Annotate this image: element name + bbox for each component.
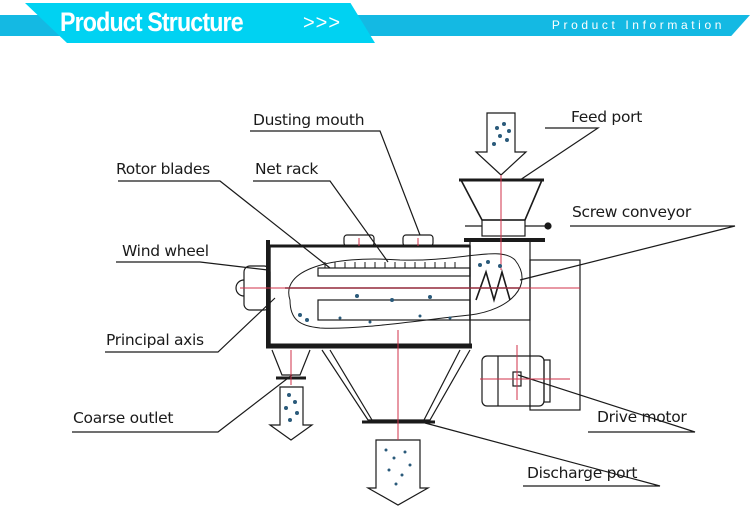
leader-net-rack (253, 180, 389, 263)
leader-feed-port (519, 127, 600, 181)
section-subtitle: Product Information (551, 18, 725, 32)
leader-lines (72, 127, 736, 487)
leader-rotor-blades (118, 180, 331, 269)
header-banner: Product Structure >>> Product Informatio… (0, 0, 750, 46)
page-title: Product Structure (60, 7, 244, 37)
label-principal-axis: Principal axis (106, 331, 204, 349)
label-screw-conveyor: Screw conveyor (572, 203, 691, 221)
material-flow (288, 253, 523, 329)
label-rotor-blades: Rotor blades (116, 160, 210, 178)
particles (284, 122, 511, 486)
label-net-rack: Net rack (255, 160, 319, 178)
label-wind-wheel: Wind wheel (122, 242, 209, 260)
coarse-outlet-arrow-icon (268, 386, 314, 441)
label-feed-port: Feed port (571, 108, 642, 126)
label-drive-motor: Drive motor (597, 408, 687, 426)
label-dusting-mouth: Dusting mouth (253, 111, 365, 129)
feed-arrow-icon (474, 112, 528, 176)
leader-drive-motor (517, 374, 696, 433)
arrows-decoration: >>> (303, 12, 342, 34)
leader-dusting-mouth (250, 130, 421, 236)
leader-coarse-outlet (72, 374, 293, 433)
banner-tab (25, 3, 375, 43)
label-discharge-port: Discharge port (527, 464, 638, 482)
discharge-arrow-icon (365, 439, 431, 506)
leader-screw-conveyor (519, 225, 736, 281)
main-chamber (269, 245, 471, 347)
label-coarse-outlet: Coarse outlet (73, 409, 174, 427)
screw-helix (475, 269, 511, 303)
centerlines (240, 175, 580, 440)
leader-principal-axis (105, 297, 276, 353)
leader-discharge-port (424, 422, 661, 487)
